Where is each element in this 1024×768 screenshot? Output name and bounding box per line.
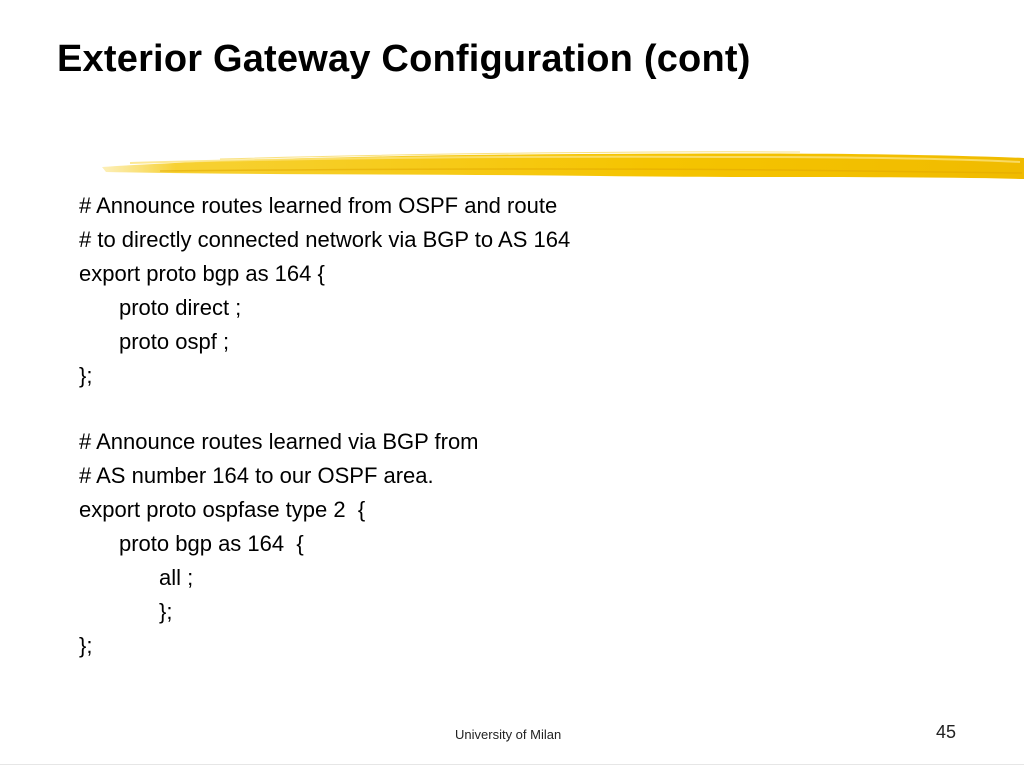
code-line: }; [79, 363, 93, 388]
code-line: # AS number 164 to our OSPF area. [79, 463, 434, 488]
code-line: export proto ospfase type 2 { [79, 497, 366, 522]
code-line: all ; [159, 565, 194, 590]
code-line: # Announce routes learned from OSPF and … [79, 193, 558, 218]
code-line: }; [159, 599, 173, 624]
code-line: proto bgp as 164 { [119, 531, 304, 556]
code-line: export proto bgp as 164 { [79, 261, 325, 286]
code-line: # to directly connected network via BGP … [79, 227, 571, 252]
config-code-block: # Announce routes learned from OSPF and … [79, 189, 570, 663]
bottom-divider [0, 764, 1024, 765]
slide-title: Exterior Gateway Configuration (cont) [57, 38, 751, 80]
code-line: proto ospf ; [119, 329, 230, 354]
blank-line [79, 393, 570, 425]
code-line: }; [79, 633, 93, 658]
code-line: # Announce routes learned via BGP from [79, 429, 479, 454]
highlight-brush-stroke [102, 151, 1024, 179]
footer-institution: University of Milan [455, 727, 562, 742]
page-number: 45 [936, 722, 957, 742]
code-line: proto direct ; [119, 295, 242, 320]
